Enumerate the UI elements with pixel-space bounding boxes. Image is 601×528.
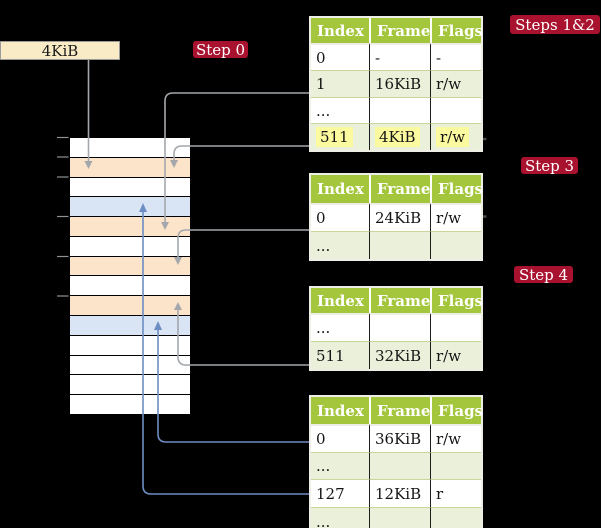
table-cell [369,452,430,479]
table-cell: 24KiB [369,203,430,231]
table-cell: 4KiB [369,123,430,150]
column-header: Frame [369,397,430,424]
memory-frame-mapped-page [70,316,190,336]
memory-frame-page-table [70,296,190,317]
table-cell: 36KiB [369,424,430,452]
table-cell [369,313,430,341]
table-cell [369,97,430,123]
column-header: Flags [430,175,483,203]
table-cell: ... [311,507,369,528]
table-cell: 127 [311,479,369,507]
table-cell [430,507,481,528]
steps-1-2-label: Steps 1&2 [515,15,595,34]
step-0-badge: Step 0 [193,40,248,59]
table-cell: r/w [430,123,481,150]
arrow-entry0-to-24kib-frame [177,229,312,257]
column-header: Index [311,288,369,313]
table-cell: 32KiB [369,341,430,369]
table-cell [369,507,430,528]
column-header: Frame [369,175,430,203]
table-cell [430,313,481,341]
column-header: Flags [430,18,483,43]
memory-frame-free [70,236,190,257]
table-cell [430,452,481,479]
table-cell: 16KiB [369,70,430,97]
table-cell: ... [311,97,369,123]
memory-frame-free [70,276,190,297]
step-4-label: Step 4 [518,265,569,284]
memory-frame-free [70,177,190,198]
memory-frame-free [70,395,190,414]
steps-1-2-badge: Steps 1&2 [510,15,600,34]
column-header: Frame [369,288,430,313]
memory-frame-free [70,375,190,396]
memory-frame-free [70,138,190,158]
frame-size-box: 4KiB [0,41,120,60]
table-cell [430,97,481,123]
step-4-badge: Step 4 [514,265,573,284]
arrow-entry511-to-4kib-frame [173,145,312,160]
table-cell: r/w [430,341,481,369]
frame-size-label: 4KiB [41,41,79,60]
table-cell: 0 [311,424,369,452]
step-0-label: Step 0 [195,40,246,59]
highlighted-value: 511 [316,127,353,147]
address-ticks [57,136,69,297]
table-cell [430,231,481,259]
table-cell: ... [311,452,369,479]
table-cell: r/w [430,70,481,97]
table-cell: 511 [311,123,369,150]
table-cell: - [369,43,430,70]
arrow-entry511-to-32kib-frame [177,310,312,366]
column-header: Index [311,397,369,424]
table-cell: 511 [311,341,369,369]
table-cell: ... [311,313,369,341]
memory-frame-page-table [70,157,190,178]
table-cell [369,231,430,259]
table-cell: 1 [311,70,369,97]
memory-frame-page-table [70,256,190,277]
table-cell: ... [311,231,369,259]
highlighted-value: 4KiB [375,127,420,147]
column-header: Frame [369,18,430,43]
table-cell: - [430,43,481,70]
step-3-label: Step 3 [524,156,575,175]
table-cell: r [430,479,481,507]
physical-memory [69,137,191,415]
memory-frame-mapped-page [70,197,190,218]
step-3-badge: Step 3 [521,156,578,175]
column-header: Flags [430,288,483,313]
table-cell: r/w [430,203,481,231]
column-header: Index [311,175,369,203]
column-header: Flags [430,397,483,424]
table-cell: 0 [311,203,369,231]
highlighted-value: r/w [436,127,470,147]
table-cell: r/w [430,424,481,452]
memory-frame-free [70,335,190,356]
table-cell: 12KiB [369,479,430,507]
memory-frame-page-table [70,217,190,237]
column-header: Index [311,18,369,43]
memory-frame-free [70,355,190,376]
table-cell: 0 [311,43,369,70]
